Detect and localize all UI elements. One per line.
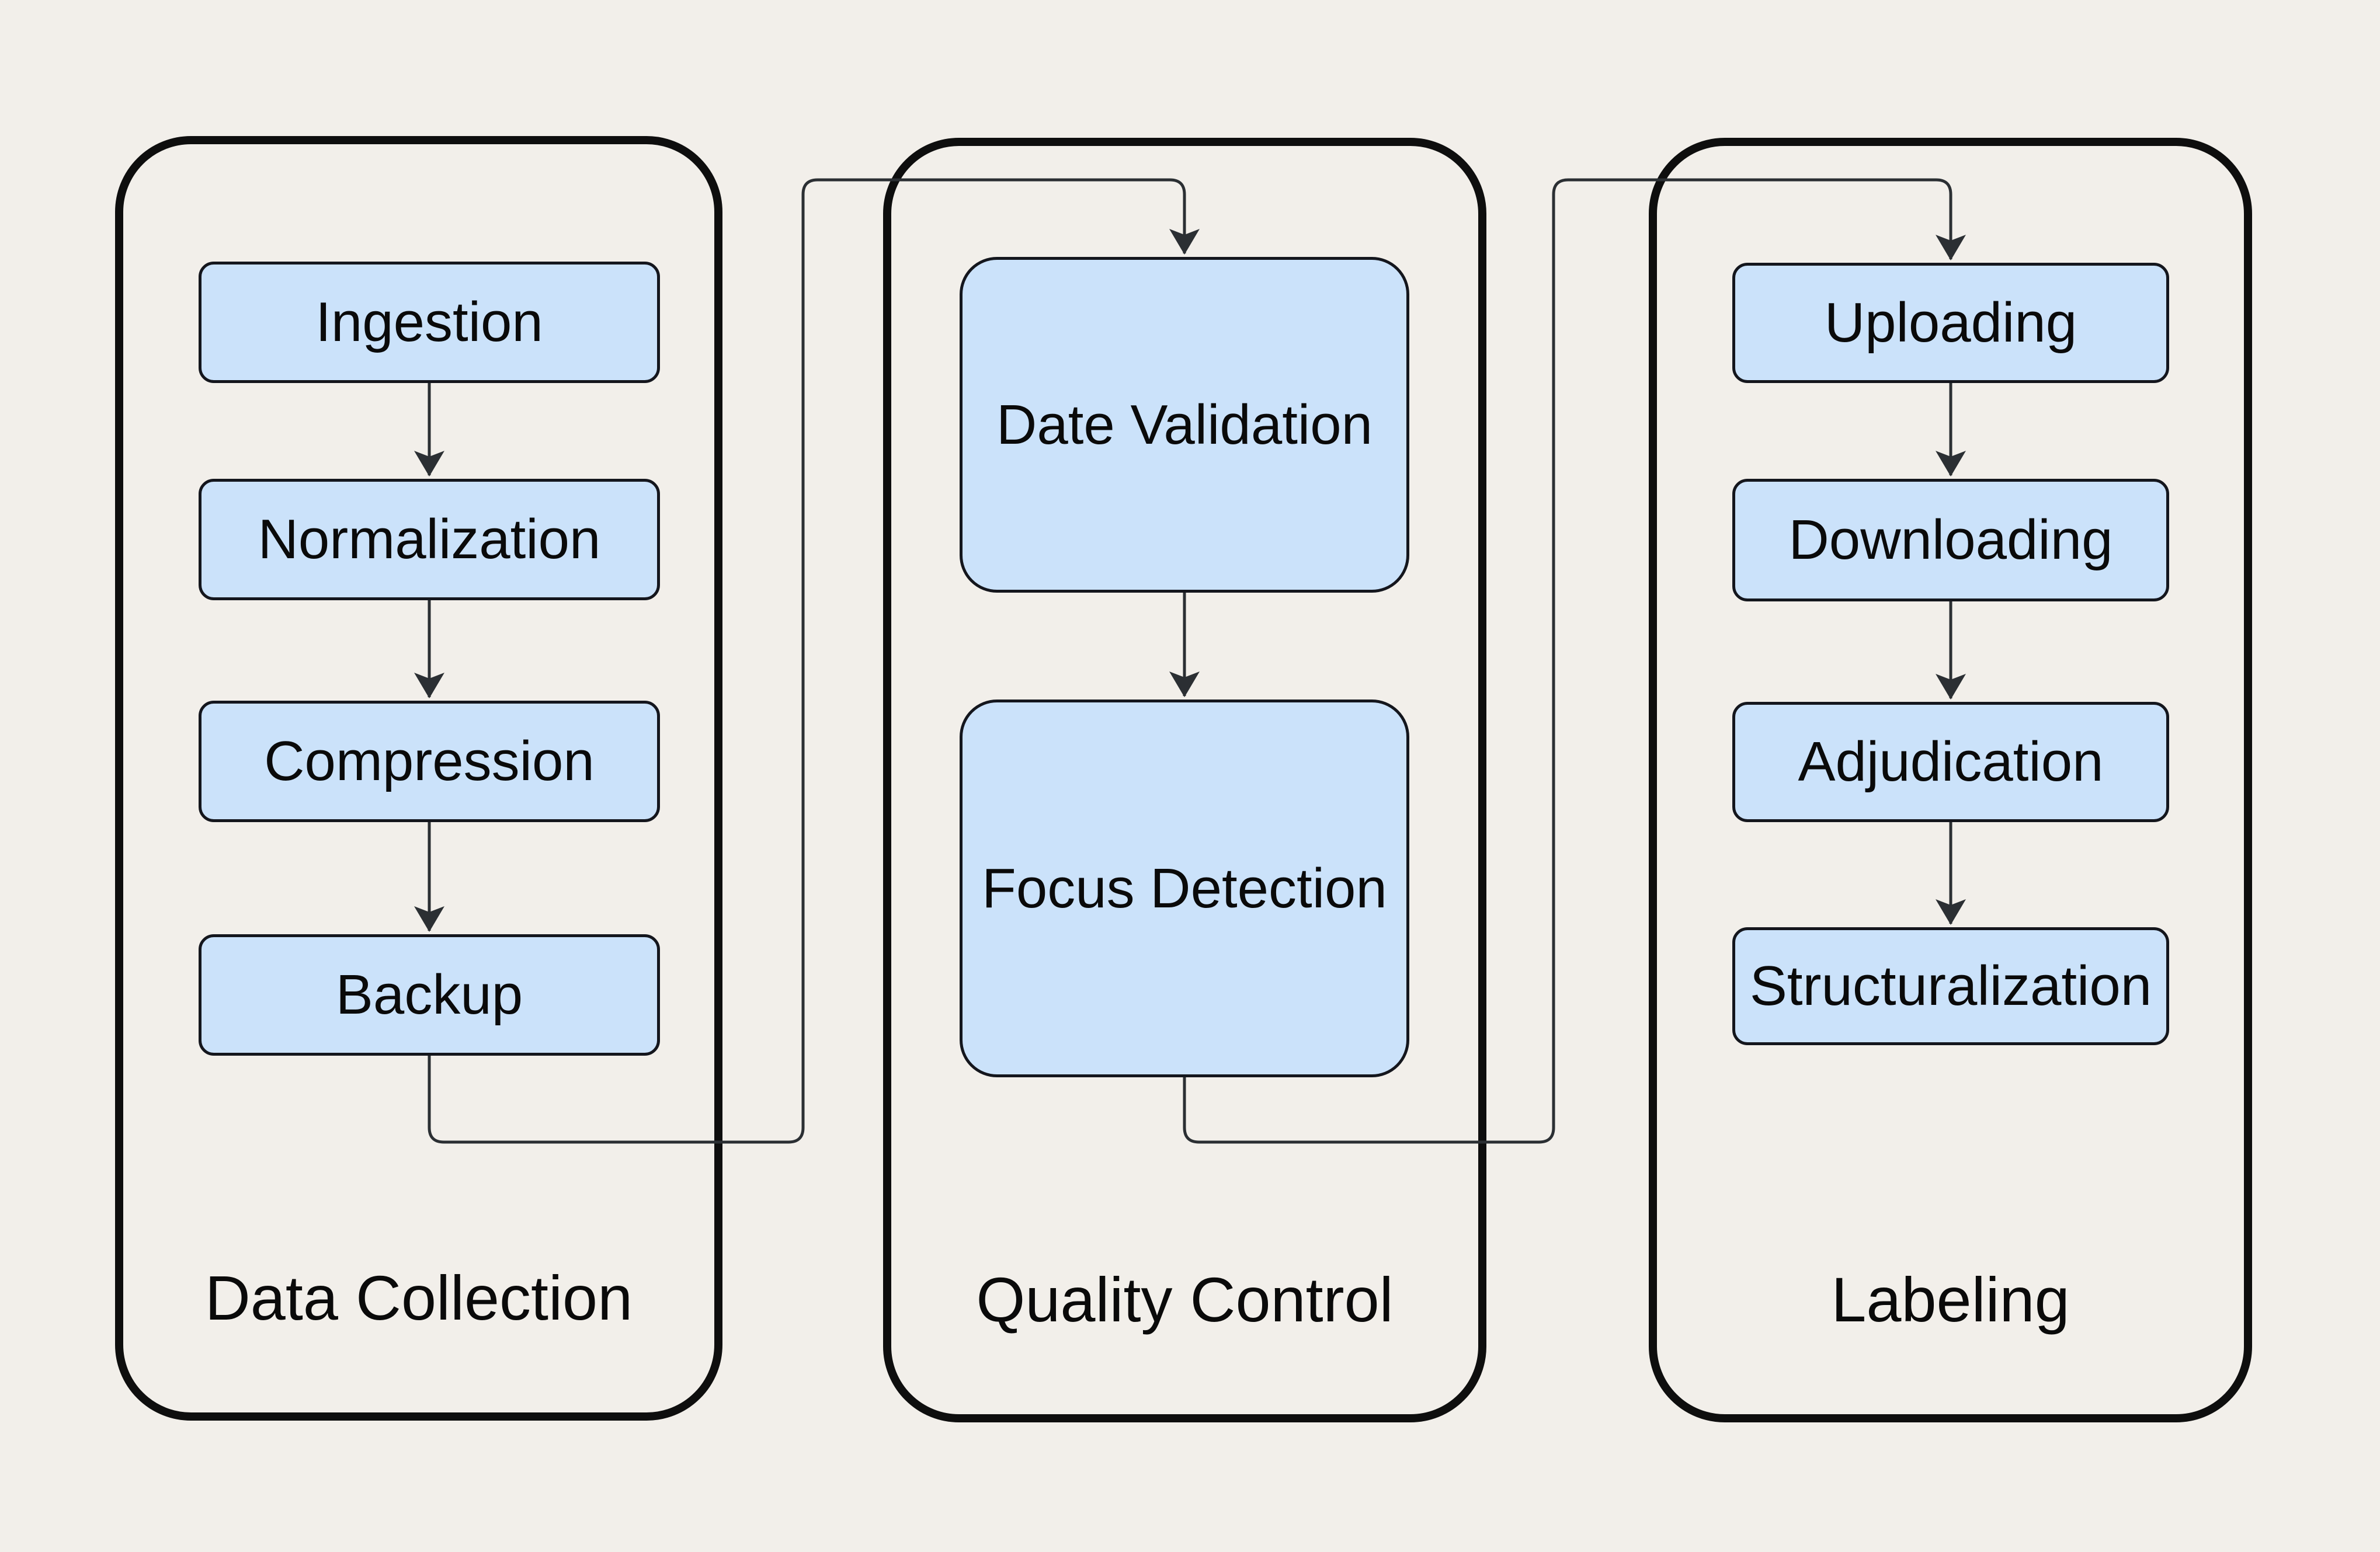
node-ingestion: Ingestion	[199, 262, 660, 383]
group-label-labeling: Labeling	[1831, 1264, 2070, 1335]
node-compression: Compression	[199, 701, 660, 822]
node-adjudication: Adjudication	[1732, 702, 2169, 822]
node-normalization: Normalization	[199, 479, 660, 600]
node-structuralization: Structuralization	[1732, 927, 2169, 1045]
node-downloading: Downloading	[1732, 479, 2169, 601]
node-backup: Backup	[199, 934, 660, 1056]
node-focus-detection: Focus Detection	[960, 700, 1409, 1077]
group-label-quality-control: Quality Control	[976, 1264, 1394, 1335]
node-date-validation: Date Validation	[960, 257, 1409, 593]
node-uploading: Uploading	[1732, 263, 2169, 383]
group-label-data-collection: Data Collection	[204, 1262, 633, 1333]
